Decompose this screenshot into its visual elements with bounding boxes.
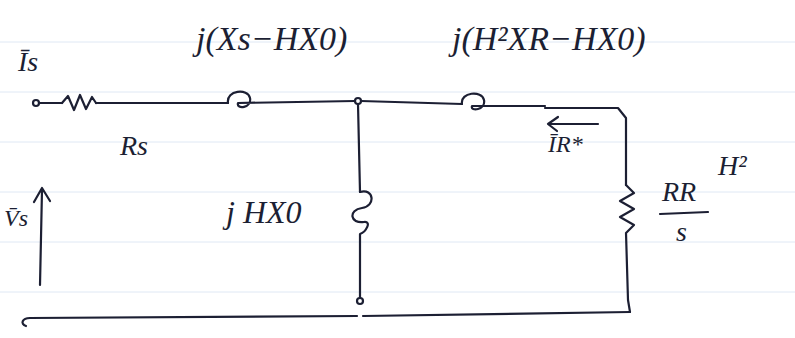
inductor-symbol xyxy=(462,94,545,110)
reactance-label: j HX0 xyxy=(226,196,302,228)
reactance-label: j(H²XR−HX0) xyxy=(452,22,646,56)
terminal xyxy=(23,318,30,326)
wire xyxy=(545,108,626,185)
current-label: Īs xyxy=(18,48,38,76)
wire xyxy=(358,104,360,192)
resistor-label: Rs xyxy=(120,132,148,160)
resistor-symbol xyxy=(620,185,634,312)
slip-label: s xyxy=(676,218,687,246)
current-arrow xyxy=(548,117,598,131)
wire xyxy=(30,312,630,318)
wire xyxy=(361,101,462,104)
wire xyxy=(96,102,228,104)
resistor-symbol xyxy=(62,95,96,110)
inductor-symbol xyxy=(352,191,371,298)
ratio-label: H² xyxy=(718,152,747,180)
wire xyxy=(39,102,62,104)
voltage-arrow xyxy=(34,188,50,285)
resistance-label: RR xyxy=(662,178,696,206)
node-dot xyxy=(357,298,363,304)
inductor-symbol xyxy=(228,92,355,107)
reactance-label: j(Xs−HX0) xyxy=(196,22,347,56)
voltage-label: V̄s xyxy=(4,206,28,230)
fraction-bar xyxy=(660,212,708,214)
current-label: ĪR* xyxy=(548,132,583,156)
grid-lines xyxy=(0,42,795,292)
